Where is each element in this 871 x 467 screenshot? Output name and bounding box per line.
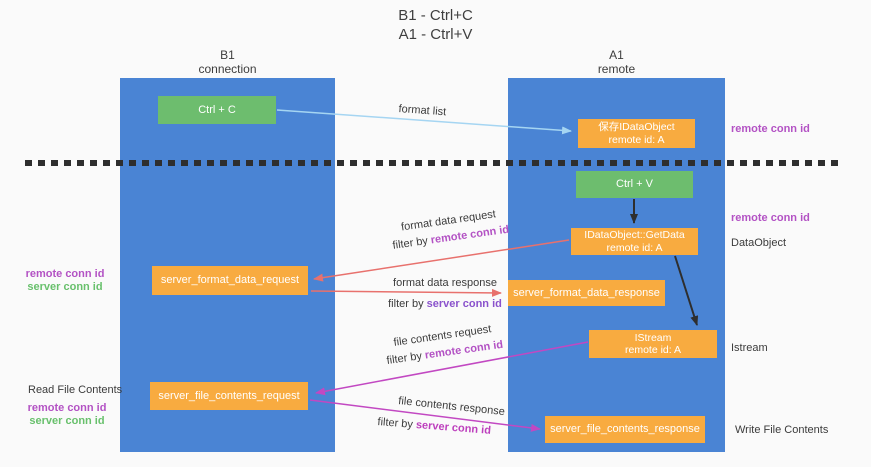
server-file-contents-response-box: server_file_contents_response [545,416,705,443]
istream-side-label: Istream [731,342,768,354]
server-format-data-request-label: server_format_data_request [160,274,300,286]
format-data-response-label: format data response [393,277,497,289]
left-remote-conn-id-label: remote conn id [25,268,105,280]
server-file-contents-request-box: server_file_contents_request [150,382,308,410]
filter-by-text: filter by [388,298,424,310]
server-format-data-response-label: server_format_data_response [513,286,660,299]
file-contents-response-label: file contents response [397,395,506,419]
server-file-contents-request-label: server_file_contents_request [158,389,300,402]
format-data-response-label-group: format data response filter by server co… [384,277,506,311]
lane-a1-subtitle: remote [597,62,636,76]
format-data-request-label-group: format data request filter by remote con… [383,204,516,256]
format-data-response-filter-label: filter by server conn id [384,298,506,311]
server-format-data-response-box: server_format_data_response [508,280,665,306]
server-conn-id-text: server conn id [415,419,492,437]
lane-a1-name: A1 [609,48,624,62]
lane-b1-name: B1 [220,48,235,62]
istream-line1: IStream [634,331,672,344]
left-server-conn-id-label-2: server conn id [29,415,105,427]
read-file-contents-label: Read File Contents [28,384,123,396]
saved-dataobject-line1: 保存IDataObject [598,121,675,133]
lane-b1-subtitle: connection [198,62,257,76]
title-line-2: A1 - Ctrl+V [398,26,473,43]
format-list-label: format list [398,103,447,119]
left-server-conn-id-label: server conn id [27,281,103,293]
write-file-contents-label: Write File Contents [735,424,829,436]
ctrl-c-box: Ctrl + C [158,96,276,124]
getdata-line2: remote id: A [606,241,663,254]
saved-dataobject-line2: remote id: A [608,133,665,146]
right-remote-conn-id-top-label: remote conn id [731,123,810,135]
server-file-contents-response-label: server_file_contents_response [550,423,700,435]
lane-header-a1: A1 remote [508,48,725,76]
server-conn-id-text: server conn id [426,298,502,310]
server-format-data-request-box: server_format_data_request [152,266,308,295]
diagram-title: B1 - Ctrl+C A1 - Ctrl+V [0,6,871,44]
lane-header-b1: B1 connection [120,48,335,76]
saved-dataobject-box: 保存IDataObject remote id: A [578,119,695,148]
left-conn-id-stack-format: remote conn id server conn id [24,268,106,294]
left-conn-id-stack-file: remote conn id server conn id [26,402,108,428]
file-contents-request-label-group: file contents request filter by remote c… [378,319,509,370]
filter-by-text: filter by [385,350,423,367]
ctrl-c-label: Ctrl + C [198,103,236,116]
ctrl-v-box: Ctrl + V [576,171,693,198]
right-remote-conn-id-mid-label: remote conn id [731,212,810,224]
filter-by-text: filter by [377,416,414,431]
getdata-box: IDataObject::GetData remote id: A [571,228,698,255]
dataobject-label: DataObject [731,237,787,249]
title-line-1: B1 - Ctrl+C [398,7,473,24]
ctrl-v-label: Ctrl + V [616,178,653,190]
left-remote-conn-id-label-2: remote conn id [27,402,107,414]
getdata-line1: IDataObject::GetData [584,229,685,241]
filter-by-text: filter by [391,235,429,252]
file-contents-response-filter-label: filter by server conn id [377,416,491,437]
istream-line2: remote id: A [624,344,682,356]
istream-box: IStream remote id: A [589,330,717,358]
